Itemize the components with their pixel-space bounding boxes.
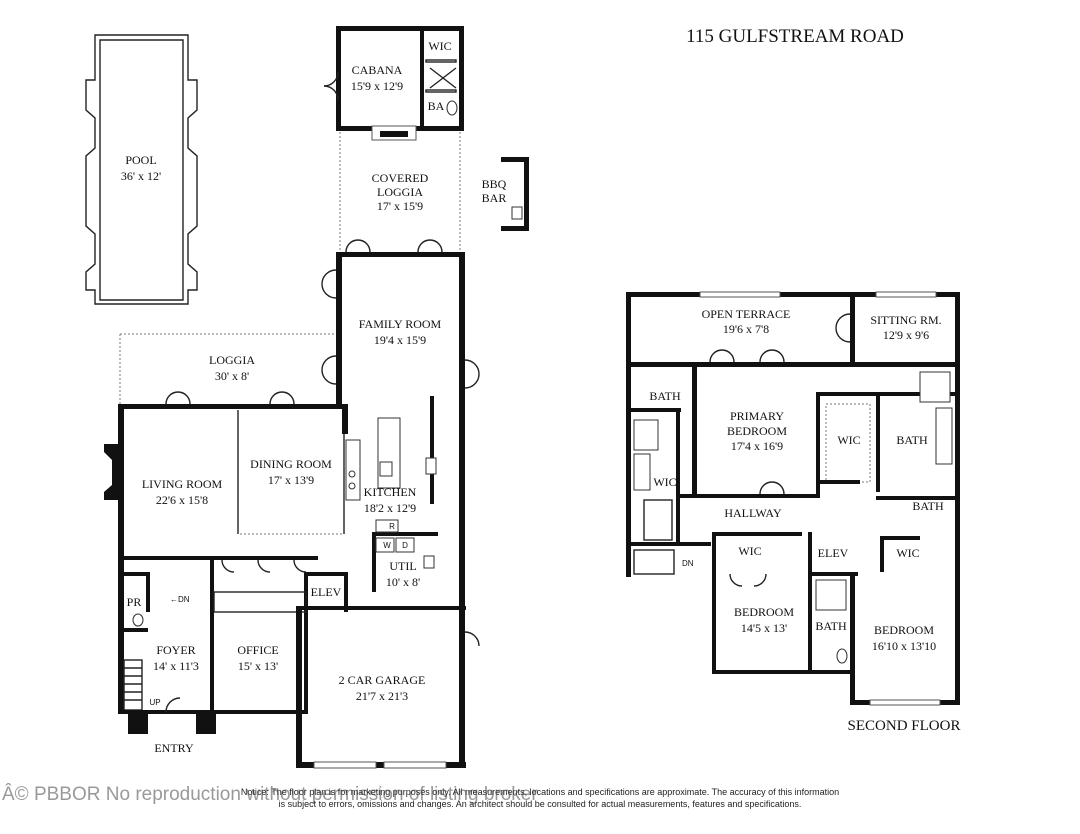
bath-bedroom-label: BATH [815,619,847,633]
dryer-marker: D [402,541,408,550]
bedroom-two-size: 14'5 x 13' [741,621,787,635]
cabana-walls [323,26,464,141]
family-room-name: FAMILY ROOM [359,317,442,331]
office-size: 15' x 13' [238,659,278,673]
sitting-room-name: SITTING RM. [870,313,941,327]
covered-loggia-name-1: COVERED [372,171,429,185]
washer-marker: W [383,541,391,550]
bbq-bar-shape [501,157,529,231]
disclaimer-line-2: is subject to errors, omissions and chan… [278,799,802,809]
refrigerator-marker: R [389,522,395,531]
bedroom-three-name: BEDROOM [874,623,934,637]
loggia-name: LOGGIA [209,353,255,367]
wic-bedroom-label: WIC [738,544,761,558]
kitchen-name: KITCHEN [364,485,417,499]
bedroom-two-name: BEDROOM [734,605,794,619]
elevator-label-second: ELEV [818,546,849,560]
util-size: 10' x 8' [386,575,420,589]
wic-left-label: WIC [653,475,676,489]
down-arrow-icon: ← [170,595,178,604]
disclaimer: Notice: The floor plan is for marketing … [190,786,890,810]
loggia-size: 30' x 8' [215,369,249,383]
living-room-name: LIVING ROOM [142,477,223,491]
dining-room-name: DINING ROOM [250,457,332,471]
open-terrace-name: OPEN TERRACE [702,307,791,321]
dining-room-size: 17' x 13'9 [268,473,314,487]
cabana-name: CABANA [352,63,403,77]
sitting-room-size: 12'9 x 9'6 [883,328,929,342]
pool-name: POOL [125,153,156,167]
door-swings [165,269,480,573]
plan-title: 115 GULFSTREAM ROAD [686,26,904,47]
foyer-size: 14' x 11'3 [153,659,199,673]
second-floor-walls [626,291,960,706]
entry-label: ENTRY [154,741,194,755]
open-terrace-size: 19'6 x 7'8 [723,322,769,336]
bbq-label-1: BBQ [482,177,507,191]
bedroom-three-size: 16'10 x 13'10 [872,639,936,653]
primary-bedroom-size: 17'4 x 16'9 [731,439,783,453]
bath-left-label: BATH [649,389,681,403]
wic-right-label: WIC [896,546,919,560]
cabana-bath-label: BA [428,99,445,113]
pool-shape [85,34,198,305]
covered-loggia-name-2: LOGGIA [377,185,423,199]
bbq-label-2: BAR [482,191,507,205]
second-floor-label: SECOND FLOOR [848,718,961,734]
powder-room-label: PR [127,595,142,609]
family-room-size: 19'4 x 15'9 [374,333,426,347]
util-name: UTIL [389,559,416,573]
pool-size: 36' x 12' [121,169,161,183]
up-marker: UP [149,698,160,707]
wic-mid-label: WIC [837,433,860,447]
first-floor-down-marker: DN [178,595,190,604]
first-floor-walls [104,252,480,769]
primary-bedroom-name-1: PRIMARY [730,409,784,423]
office-name: OFFICE [237,643,278,657]
bath-primary-label: BATH [896,433,928,447]
kitchen-size: 18'2 x 12'9 [364,501,416,515]
covered-loggia-size: 17' x 15'9 [377,199,423,213]
bath-right-label: BATH [912,499,944,513]
disclaimer-line-1: Notice: The floor plan is for marketing … [240,787,840,797]
room-labels: 115 GULFSTREAM ROAD SECOND FLOOR POOL 36… [121,26,961,755]
second-floor-down-marker: DN [682,559,694,568]
garage-size: 21'7 x 21'3 [356,689,408,703]
hallway-label: HALLWAY [724,506,782,520]
foyer-name: FOYER [156,643,195,657]
copyright-watermark: Â© PBBOR No reproduction without permiss… [2,784,538,805]
cabana-wic-label: WIC [428,39,451,53]
garage-name: 2 CAR GARAGE [339,673,426,687]
living-room-size: 22'6 x 15'8 [156,493,208,507]
primary-bedroom-name-2: BEDROOM [727,424,787,438]
elevator-label-first: ELEV [311,585,342,599]
covered-loggia-outline [336,132,464,257]
cabana-size: 15'9 x 12'9 [351,79,403,93]
